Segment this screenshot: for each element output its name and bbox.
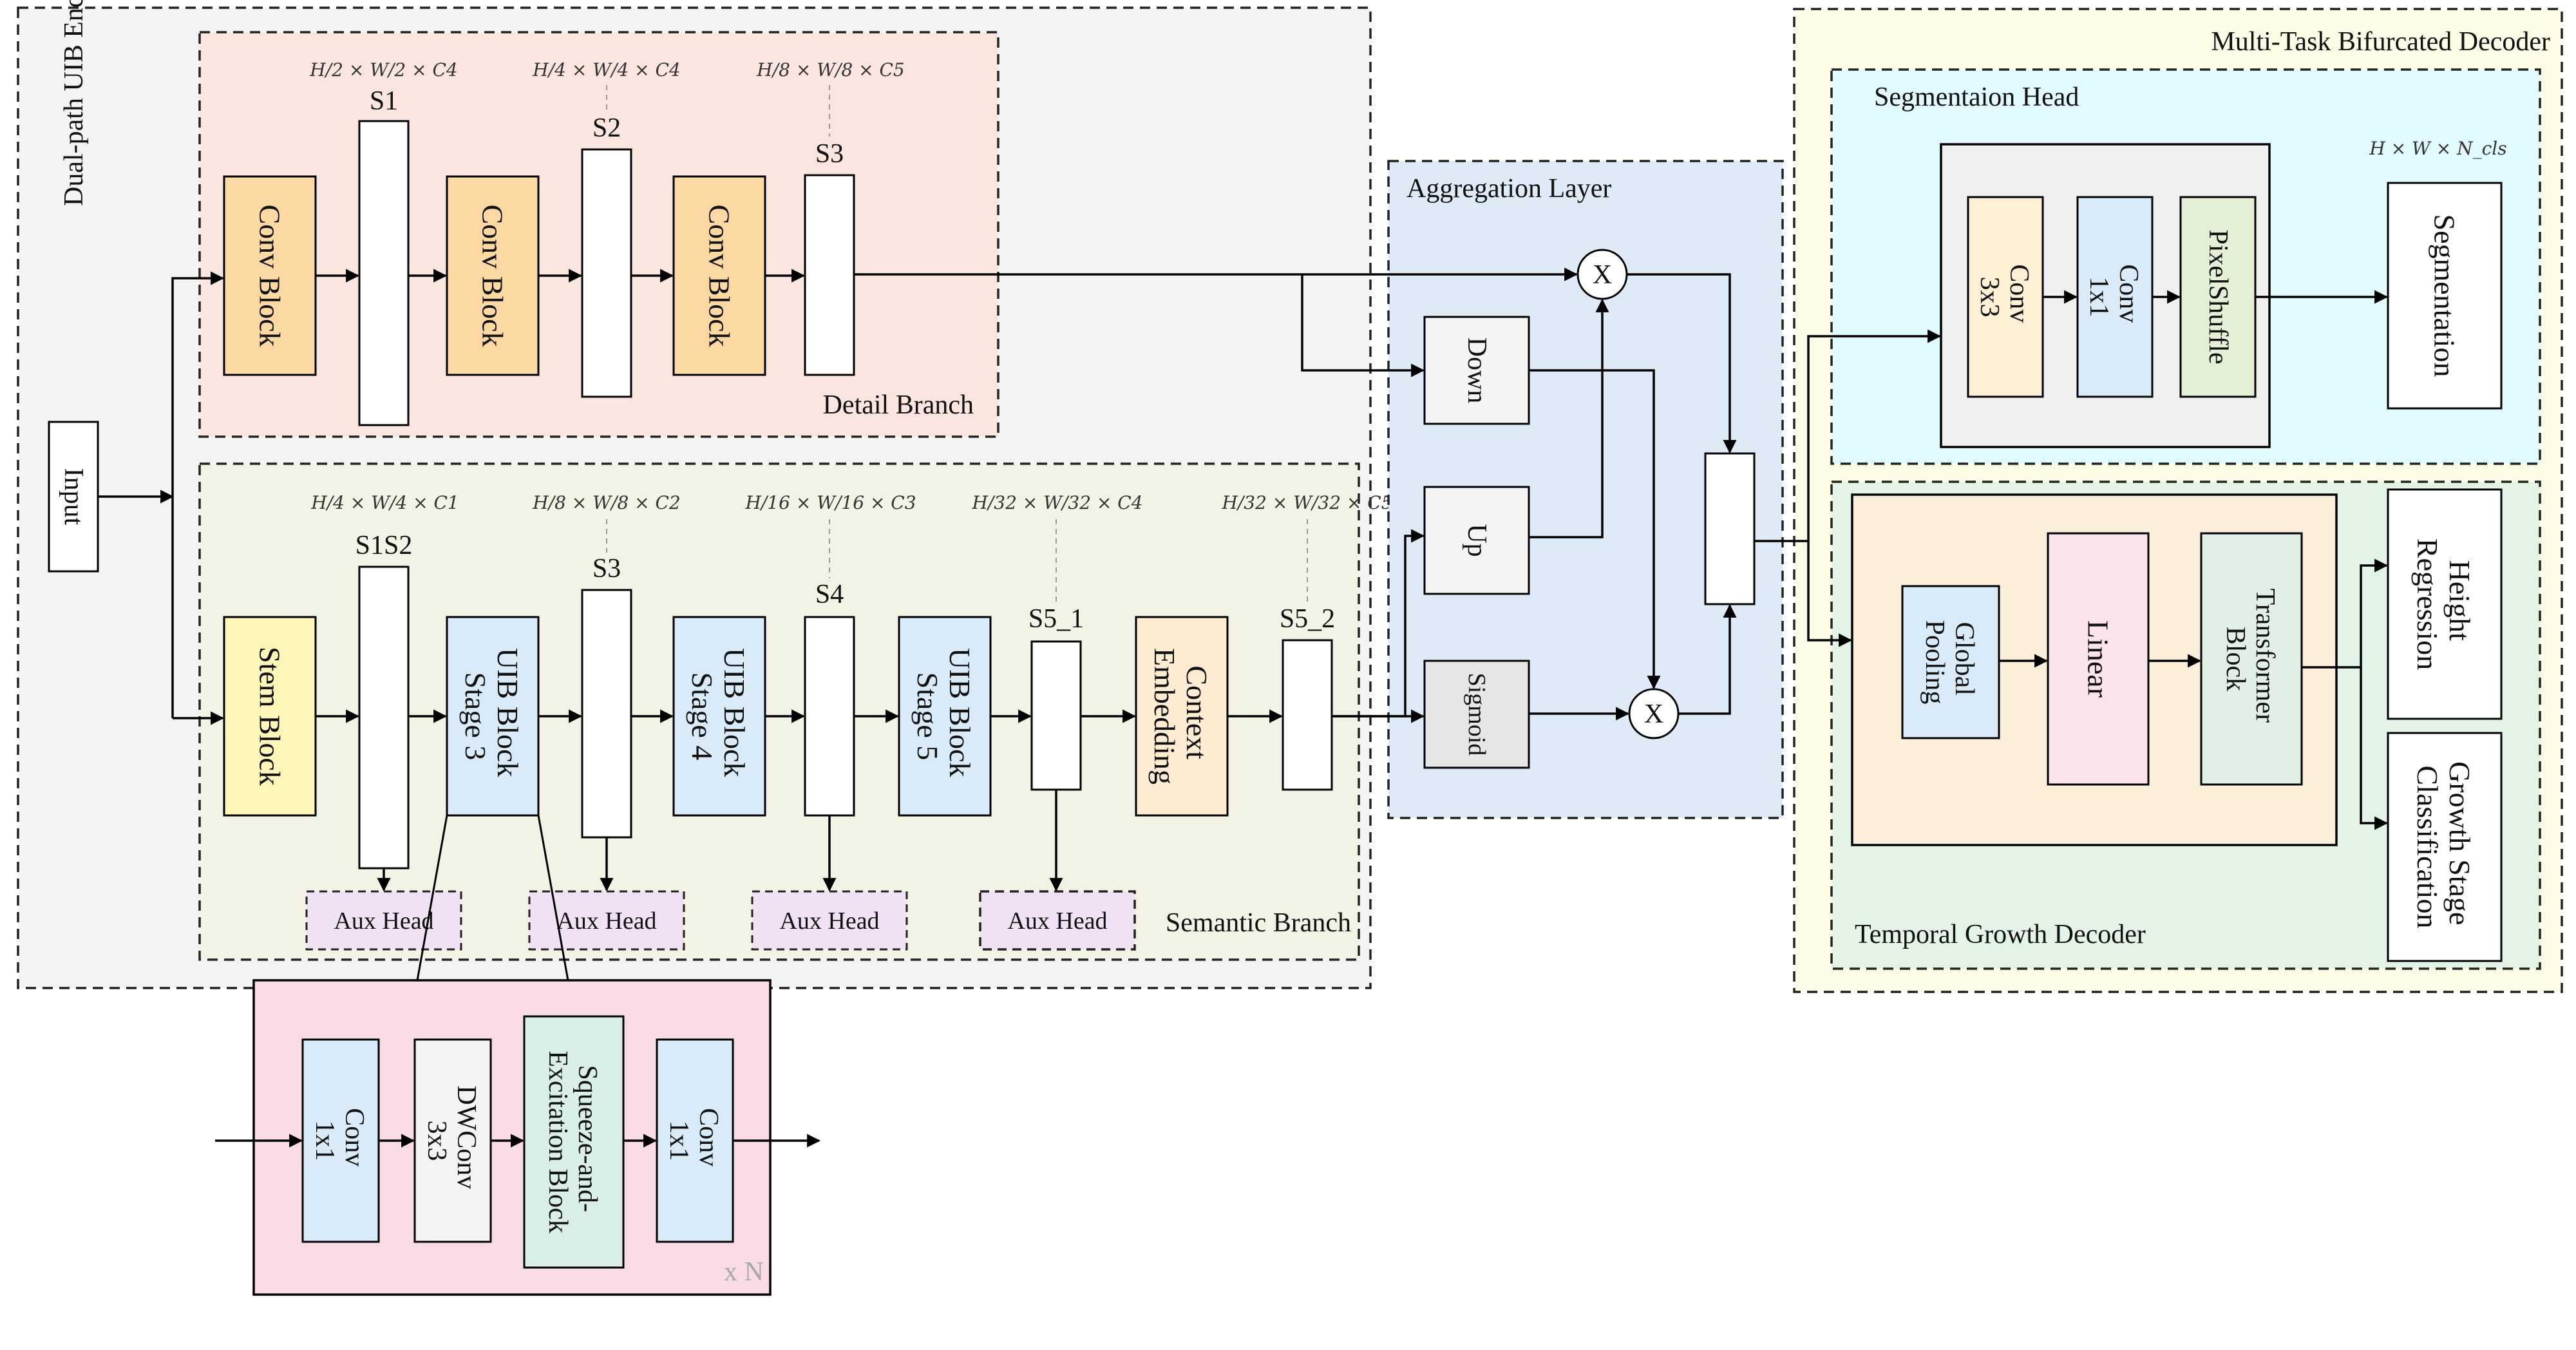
sem-s5-1-feature — [1030, 640, 1082, 791]
sem-s1s2-feature — [358, 566, 410, 870]
detail-s3-label: S3 — [815, 139, 844, 169]
aux-head-3-label: Aux Head — [779, 908, 879, 935]
temporal-title: Temporal Growth Decoder — [1855, 920, 2146, 949]
temporal-transformer-label: Transformer Block — [2221, 589, 2280, 730]
aux-head-1-label: Aux Head — [334, 908, 433, 935]
encoder-title: Dual-path UIB Encoder — [59, 0, 89, 206]
uib-detail-repeat: x N — [724, 1257, 764, 1287]
sem-s1s2-label: S1S2 — [355, 531, 413, 560]
seg-head-title: Segmentaion Head — [1874, 82, 2079, 112]
seg-output-label: Segmentation — [2429, 214, 2461, 377]
temporal-linear — [2047, 532, 2150, 786]
temporal-linear-label: Linear — [2082, 620, 2115, 698]
detail-s2-label: S2 — [592, 113, 621, 143]
input-block — [48, 421, 99, 573]
temporal-transformer — [2200, 532, 2303, 786]
uib-detail-conv1 — [301, 1038, 380, 1243]
sem-s5-1-dim: H/32 × W/32 × C4 — [971, 492, 1142, 513]
uib-stage-4-label: UIB Block Stage 4 — [686, 648, 751, 784]
sem-s5-2-feature — [1282, 639, 1333, 791]
uib-stage-5-label: UIB Block Stage 5 — [911, 648, 976, 784]
uib-stage-4 — [672, 616, 766, 817]
detail-s2-dim: H/4 × W/4 × C4 — [532, 59, 680, 81]
stem-block — [223, 616, 317, 817]
detail-s1-feature — [358, 120, 410, 426]
sem-s4-label: S4 — [815, 580, 844, 609]
sem-s1s2-dim: H/4 × W/4 × C1 — [310, 492, 459, 513]
seg-conv1x1 — [2076, 196, 2154, 398]
detail-s3-feature — [804, 174, 855, 376]
aux-head-4 — [979, 890, 1136, 951]
uib-detail-se-label: Squeeze-and- Excitation Block — [543, 1051, 602, 1233]
sem-s4-dim: H/16 × W/16 × C3 — [744, 492, 916, 513]
agg-multiply-top-label: X — [1593, 260, 1612, 290]
seg-output-block — [2387, 182, 2503, 410]
seg-conv3x3 — [1967, 196, 2044, 398]
agg-down-label: Down — [1462, 338, 1492, 404]
detail-s3-dim: H/8 × W/8 × C5 — [756, 59, 904, 81]
seg-head-dim: H × W × N_cls — [2369, 138, 2506, 159]
height-regression-block — [2387, 488, 2503, 720]
agg-up-label: Up — [1462, 524, 1492, 556]
detail-s1-label: S1 — [370, 86, 398, 116]
height-regression-label: Height Regression — [2411, 538, 2476, 670]
sem-s3-dim: H/8 × W/8 × C2 — [532, 492, 680, 513]
agg-down-block — [1423, 316, 1530, 425]
uib-detail-conv1-label: Conv 1x1 — [310, 1108, 369, 1174]
detail-conv-block-2 — [446, 175, 540, 376]
uib-detail-se-block — [523, 1015, 625, 1269]
detail-conv-block-1 — [223, 175, 317, 376]
growth-stage-block — [2387, 732, 2503, 962]
sem-s5-1-label: S5_1 — [1028, 604, 1084, 634]
agg-fused-feature — [1704, 452, 1756, 605]
stem-block-label: Stem Block — [254, 647, 287, 786]
temporal-global-pooling-label: Global Pooling — [1920, 620, 1979, 705]
sem-s5-2-label: S5_2 — [1280, 604, 1335, 634]
sem-s4-feature — [804, 616, 855, 817]
uib-stage-5 — [898, 616, 992, 817]
detail-branch-label: Detail Branch — [823, 390, 974, 420]
seg-conv3x3-label: Conv 3x3 — [1975, 264, 2034, 330]
detail-conv-block-1-label: Conv Block — [254, 204, 287, 347]
aux-head-3 — [751, 890, 908, 951]
detail-conv-block-2-label: Conv Block — [477, 204, 509, 347]
context-embedding — [1135, 616, 1229, 817]
aux-head-4-label: Aux Head — [1007, 908, 1107, 935]
aux-head-1 — [305, 890, 462, 951]
sem-s5-2-dim: H/32 × W/32 × C5 — [1221, 492, 1392, 513]
semantic-branch-label: Semantic Branch — [1166, 908, 1351, 938]
detail-s2-feature — [581, 148, 632, 398]
sem-s3-label: S3 — [592, 554, 621, 584]
aux-head-2 — [528, 890, 685, 951]
input-label: Input — [59, 468, 88, 526]
seg-conv1x1-label: Conv 1x1 — [2084, 264, 2143, 330]
aggregation-title: Aggregation Layer — [1406, 174, 1611, 204]
uib-detail-dwconv — [413, 1038, 492, 1243]
detail-conv-block-3-label: Conv Block — [703, 204, 736, 347]
agg-up-block — [1423, 486, 1530, 595]
decoder-title: Multi-Task Bifurcated Decoder — [2211, 27, 2550, 57]
aux-head-2-label: Aux Head — [556, 908, 656, 935]
agg-sigmoid-label: Sigmoid — [1463, 673, 1490, 756]
uib-detail-dwconv-label: DWConv 3x3 — [422, 1085, 481, 1196]
context-embedding-label: Context Embedding — [1148, 648, 1213, 784]
uib-stage-3-label: UIB Block Stage 3 — [459, 648, 524, 784]
sem-s3-feature — [581, 589, 632, 839]
agg-multiply-bottom-label: X — [1644, 699, 1663, 729]
detail-s1-dim: H/2 × W/2 × C4 — [309, 59, 457, 81]
uib-detail-conv2-label: Conv 1x1 — [664, 1108, 723, 1174]
seg-pixelshuffle-label: PixelShuffle — [2203, 229, 2233, 364]
temporal-global-pooling — [1901, 585, 2000, 739]
growth-stage-label: Growth Stage Classification — [2411, 761, 2476, 933]
